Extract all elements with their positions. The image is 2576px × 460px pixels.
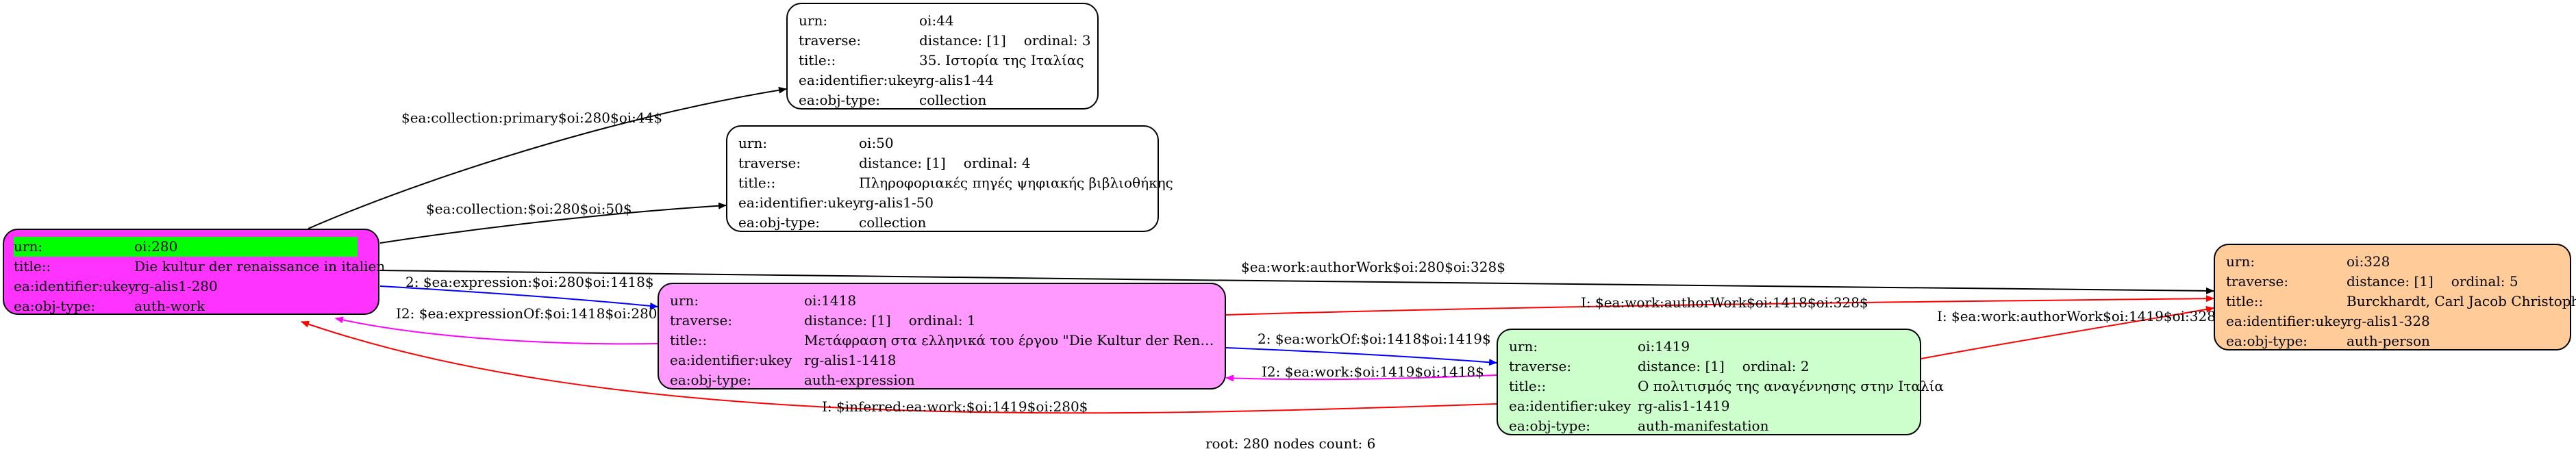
node-value: rg-alis1-328: [2347, 313, 2430, 329]
edge-label-280-328: $ea:work:authorWork$oi:280$oi:328$: [1241, 259, 1505, 275]
node-key: ea:identifier:ukey: [670, 352, 792, 368]
node-value: 35. Ιστορία της Ιταλίας: [919, 52, 1084, 68]
node-oi-280[interactable]: urn: oi:280 title:: Die kultur der renai…: [3, 229, 385, 315]
edge-label-1418-1419: 2: $ea:workOf:$oi:1418$oi:1419$: [1258, 331, 1491, 347]
node-oi-1418[interactable]: urn: oi:1418 traverse: distance: [1] ord…: [658, 283, 1226, 389]
node-key: urn:: [670, 292, 699, 309]
node-key: urn:: [1509, 338, 1538, 355]
node-key: title::: [1509, 378, 1547, 394]
edge-1419-1418: [1225, 374, 1497, 382]
node-value: distance: [1]: [804, 312, 891, 329]
node-value: distance: [1]: [1638, 358, 1725, 374]
node-oi-50[interactable]: urn: oi:50 traverse: distance: [1] ordin…: [726, 125, 1173, 232]
node-key: ea:obj-type:: [799, 92, 881, 108]
edge-label-1418-280: I2: $ea:expressionOf:$oi:1418$oi:280$: [396, 305, 666, 322]
node-key: traverse:: [799, 32, 862, 49]
node-key: title::: [14, 258, 51, 274]
edge-1419-328: [1921, 306, 2214, 359]
node-value: oi:328: [2347, 253, 2390, 270]
node-key: traverse:: [670, 312, 733, 329]
node-value: distance: [1]: [859, 155, 946, 171]
edge-280-44: [308, 86, 787, 229]
edge-1418-1419: [1225, 347, 1497, 366]
node-key: ea:identifier:ukey: [2226, 313, 2349, 329]
node-ordinal: ordinal: 4: [963, 155, 1031, 171]
node-key: traverse:: [2226, 273, 2289, 290]
edge-label-1419-328: I: $ea:work:authorWork$oi:1419$oi:328$: [1937, 308, 2225, 324]
node-key: urn:: [799, 12, 828, 29]
node-value: auth-person: [2347, 333, 2430, 349]
node-key: ea:identifier:ukey: [738, 194, 861, 211]
node-value: collection: [919, 92, 987, 108]
node-ordinal: ordinal: 5: [2451, 273, 2518, 290]
node-key: ea:obj-type:: [738, 214, 821, 231]
node-value: rg-alis1-280: [134, 278, 218, 294]
node-value: Πληροφοριακές πηγές ψηφιακής βιβλιοθήκης: [859, 175, 1173, 191]
node-key: urn:: [2226, 253, 2255, 270]
edge-label-280-1418: 2: $ea:expression:$oi:280$oi:1418$: [405, 274, 654, 290]
node-value: auth-expression: [804, 372, 915, 388]
node-value: collection: [859, 214, 927, 231]
node-oi-44[interactable]: urn: oi:44 traverse: distance: [1] ordin…: [786, 3, 1099, 110]
node-key: ea:obj-type:: [14, 298, 96, 314]
node-value: rg-alis1-50: [859, 194, 934, 211]
edge-label-1419-280: I: $inferred:ea:work:$oi:1419$oi:280$: [822, 398, 1088, 415]
node-value: oi:1419: [1638, 338, 1690, 355]
node-key: urn:: [14, 237, 134, 257]
node-oi-1419[interactable]: urn: oi:1419 traverse: distance: [1] ord…: [1497, 329, 1944, 435]
node-key: title::: [799, 52, 836, 68]
node-key: traverse:: [1509, 358, 1572, 374]
graph-footer: root: 280 nodes count: 6: [1205, 435, 1376, 452]
node-key: ea:obj-type:: [2226, 333, 2308, 349]
node-value: oi:50: [859, 135, 894, 151]
node-key: ea:obj-type:: [1509, 418, 1591, 434]
node-key: title::: [738, 175, 776, 191]
edge-1418-328: [1225, 295, 2214, 316]
edge-1418-280: [335, 316, 658, 345]
node-oi-328[interactable]: urn: oi:328 traverse: distance: [1] ordi…: [2214, 244, 2576, 350]
edge-label-280-44: $ea:collection:primary$oi:280$oi:44$: [401, 110, 663, 126]
node-value: Ο πολιτισμός της αναγέννησης στην Ιταλία: [1638, 378, 1944, 394]
node-key: title::: [670, 332, 708, 348]
node-ordinal: ordinal: 2: [1742, 358, 1810, 374]
node-value: rg-alis1-44: [919, 72, 995, 88]
node-ordinal: ordinal: 3: [1023, 32, 1091, 49]
edge-label-1419-1418: I2: $ea:work:$oi:1419$oi:1418$: [1262, 363, 1484, 380]
node-key: traverse:: [738, 155, 801, 171]
node-key: ea:identifier:ukey: [1509, 398, 1631, 414]
node-value: rg-alis1-1419: [1638, 398, 1730, 414]
node-value: auth-work: [134, 298, 205, 314]
node-key: ea:identifier:ukey: [799, 72, 921, 88]
node-value: oi:44: [919, 12, 954, 29]
node-key: ea:identifier:ukey: [14, 278, 136, 294]
node-key: title::: [2226, 293, 2264, 309]
node-value: oi:280: [134, 237, 358, 257]
node-value: Μετάφραση στα ελληνικά του έργου "Die Ku…: [804, 332, 1222, 348]
edge-280-1418: [379, 285, 658, 309]
edge-label-280-50: $ea:collection:$oi:280$oi:50$: [426, 201, 632, 217]
node-value: Die kultur der renaissance in italien: [134, 258, 386, 274]
node-value: distance: [1]: [919, 32, 1006, 49]
edge-1419-280: [301, 320, 1497, 414]
node-value: oi:1418: [804, 292, 857, 309]
node-value: Burckhardt, Carl Jacob Christoph: [2347, 293, 2576, 309]
node-ordinal: ordinal: 1: [908, 312, 976, 329]
edge-label-1418-328: I: $ea:work:authorWork$oi:1418$oi:328$: [1581, 294, 1868, 311]
node-key: urn:: [738, 135, 768, 151]
node-key: ea:obj-type:: [670, 372, 752, 388]
node-value: distance: [1]: [2347, 273, 2434, 290]
node-value: rg-alis1-1418: [804, 352, 897, 368]
edge-280-50: [379, 202, 727, 244]
edge-280-328: [379, 270, 2214, 294]
node-value: auth-manifestation: [1638, 418, 1769, 434]
